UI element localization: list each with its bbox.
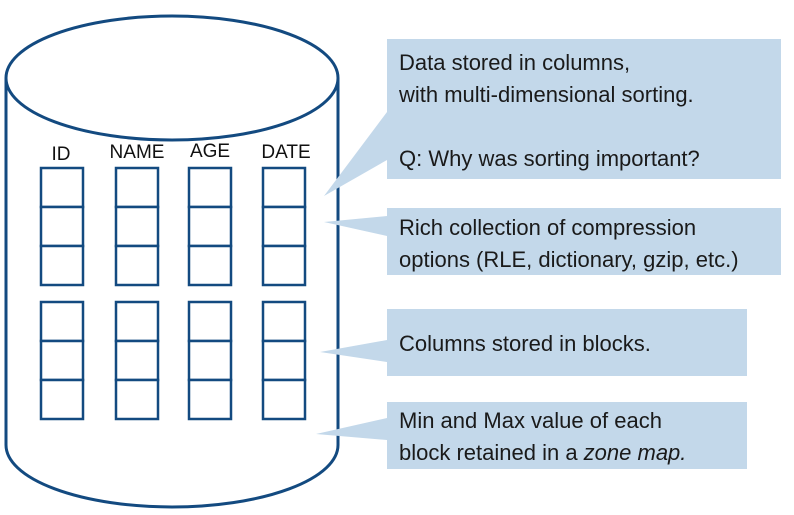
block-cell: [261, 378, 307, 421]
column-block: [114, 166, 160, 287]
block-cell: [114, 378, 160, 421]
column-header-id: ID: [52, 144, 71, 165]
column-block: [187, 166, 233, 287]
block-cell: [114, 166, 160, 209]
callout-box: [387, 208, 781, 275]
block-cell: [114, 300, 160, 343]
block-cell: [261, 339, 307, 382]
block-cell: [114, 205, 160, 248]
callout-pointer: [320, 340, 387, 362]
block-cell: [187, 339, 233, 382]
block-cell: [187, 205, 233, 248]
callout-line: Min and Max value of each: [399, 408, 662, 433]
callout-pointer: [324, 112, 387, 196]
callout-pointer: [324, 216, 387, 236]
callout-box: [387, 39, 781, 179]
block-cell: [187, 166, 233, 209]
cylinder-body: [4, 78, 340, 509]
block-cell: [261, 300, 307, 343]
column-headers: ID NAME AGE DATE: [52, 141, 311, 165]
callout-line: block retained in a zone map.: [399, 440, 686, 465]
block-cell: [114, 339, 160, 382]
callout-line: Q: Why was sorting important?: [399, 146, 700, 171]
block-cell: [114, 244, 160, 287]
block-cell: [187, 378, 233, 421]
block-cell: [187, 244, 233, 287]
callout-pointer: [316, 418, 387, 440]
column-header-date: DATE: [261, 142, 310, 163]
block-cell: [261, 166, 307, 209]
block-cell: [39, 339, 85, 382]
cylinder-top: [4, 14, 340, 142]
column-blocks: [39, 166, 307, 421]
column-header-name: NAME: [110, 142, 165, 163]
callout-blocks: Columns stored in blocks.: [320, 309, 747, 376]
block-cell: [39, 244, 85, 287]
callout-line: Columns stored in blocks.: [399, 331, 651, 356]
column-block: [261, 166, 307, 287]
callout-compression: Rich collection of compression options (…: [324, 208, 781, 275]
block-cell: [261, 244, 307, 287]
column-block: [114, 300, 160, 421]
callout-line: Data stored in columns,: [399, 50, 630, 75]
callout-text-plain: block retained in a: [399, 440, 584, 465]
column-block: [187, 300, 233, 421]
callout-zonemap: Min and Max value of each block retained…: [316, 402, 747, 469]
block-cell: [187, 300, 233, 343]
callout-line: with multi-dimensional sorting.: [398, 82, 694, 107]
callout-box: [387, 402, 747, 469]
block-cell: [261, 205, 307, 248]
callout-line: Rich collection of compression: [399, 215, 696, 240]
callout-line: options (RLE, dictionary, gzip, etc.): [399, 247, 739, 272]
block-cell: [39, 300, 85, 343]
database-cylinder: [4, 14, 340, 509]
block-cell: [39, 166, 85, 209]
column-header-age: AGE: [190, 141, 230, 162]
column-block: [39, 166, 85, 287]
column-block: [261, 300, 307, 421]
callout-box: [387, 309, 747, 376]
block-cell: [39, 205, 85, 248]
column-block: [39, 300, 85, 421]
block-cell: [39, 378, 85, 421]
callout-text-italic: zone map.: [583, 440, 687, 465]
callout-sorting: Data stored in columns, with multi-dimen…: [324, 39, 781, 196]
